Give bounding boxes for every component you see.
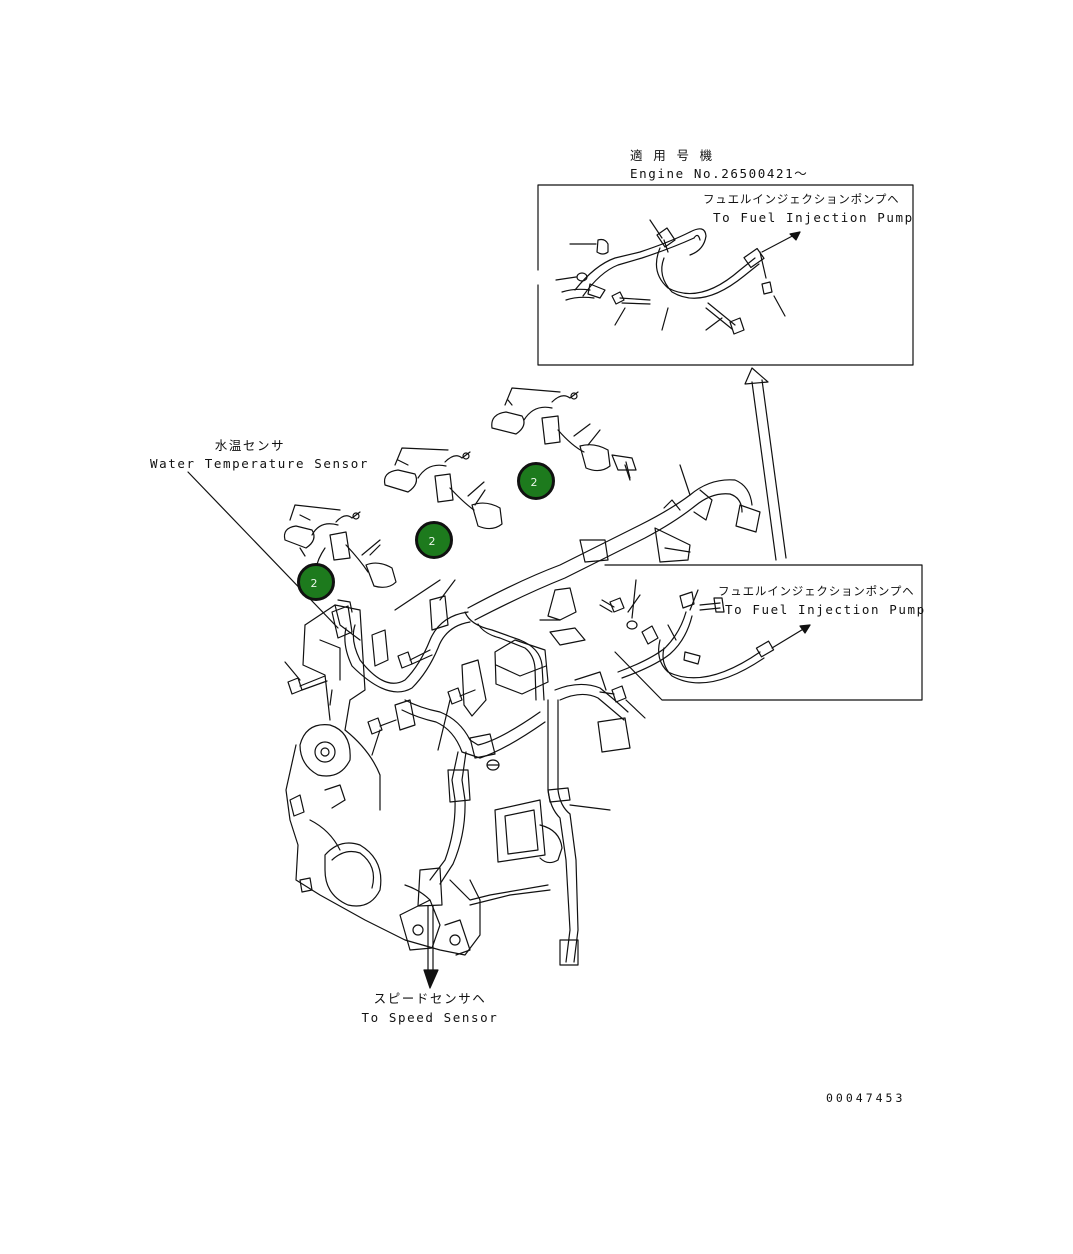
fuel-pump-right-jp-label: フュエルインジェクションポンプヘ [718, 584, 915, 598]
engine-hardware [284, 399, 691, 811]
fuel-pump-right-en-label: To Fuel Injection Pump [725, 602, 926, 617]
callout-marker[interactable]: 2 [415, 521, 453, 559]
water-temp-en-label: Water Temperature Sensor [150, 456, 370, 471]
right-detail-box [599, 564, 923, 701]
inset-detail-box [537, 184, 914, 366]
sensor-group-2 [383, 447, 503, 530]
applicable-units-label: 適 用 号 機 [630, 148, 714, 163]
water-sensor-leader [187, 471, 339, 629]
speed-sensor-en-label: To Speed Sensor [361, 1010, 499, 1025]
engine-block [285, 604, 481, 956]
speed-sensor-jp-label: スピードセンサヘ [373, 991, 487, 1006]
fuel-pump-top-en-label: To Fuel Injection Pump [713, 210, 914, 225]
main-harness [344, 479, 761, 989]
fuel-pump-top-jp-label: フュエルインジェクションポンプヘ [703, 192, 900, 206]
callout-marker[interactable]: 2 [297, 563, 335, 601]
engine-number-label: Engine No.26500421～ [630, 166, 809, 181]
water-temp-jp-label: 水温センサ [214, 438, 286, 453]
callout-marker[interactable]: 2 [517, 462, 555, 500]
arrow-to-inset [744, 367, 787, 561]
drawing-number: 00047453 [826, 1091, 906, 1105]
sensor-group-3 [491, 387, 637, 479]
